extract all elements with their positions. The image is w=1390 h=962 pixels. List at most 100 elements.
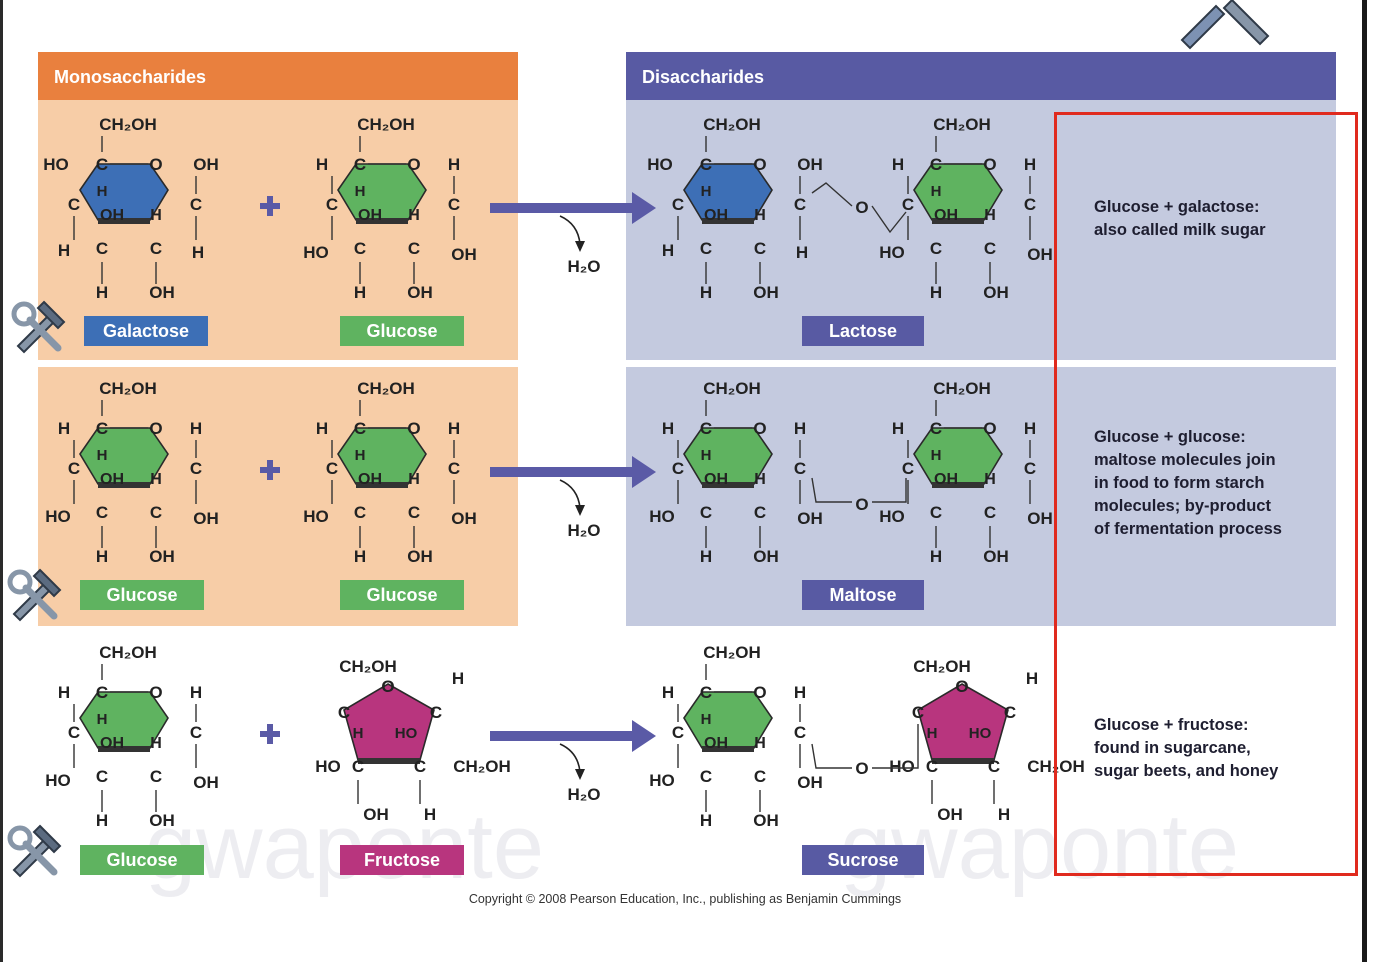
atom-label: H₂O (567, 521, 600, 540)
atom-label: H (700, 283, 712, 302)
atom-label: C (1024, 195, 1036, 214)
atom-label: C (150, 767, 162, 786)
atom-label: C (68, 459, 80, 478)
atom-label: C (794, 459, 806, 478)
glycosidic-bond (871, 205, 907, 234)
atom-label: C (700, 767, 712, 786)
disaccharides-header: Disaccharides (626, 52, 1336, 100)
lactose-description: Glucose + galactose: also called milk su… (1094, 196, 1334, 242)
glucose-label: Glucose (80, 580, 204, 610)
atom-label: C (326, 459, 338, 478)
atom-label: C (326, 195, 338, 214)
atom-label: OH (407, 283, 433, 302)
atom-label: OH (149, 811, 175, 830)
atom-label: C (672, 723, 684, 742)
atom-label: C (930, 155, 942, 174)
atom-label: C (902, 459, 914, 478)
atom-label: H (754, 207, 766, 224)
atom-label: C (96, 683, 108, 702)
atom-label: HO (303, 507, 329, 526)
atom-label: H (97, 711, 108, 728)
atom-label: OH (704, 735, 728, 752)
water-release-arrow (559, 479, 581, 509)
atom-label: C (700, 503, 712, 522)
atom-label: H (58, 683, 70, 702)
tools-icon[interactable] (4, 560, 70, 626)
atom-label: C (672, 459, 684, 478)
atom-label: H (662, 419, 674, 438)
atom-label: C (930, 239, 942, 258)
atom-label: C (354, 419, 366, 438)
atom-label: H (424, 805, 436, 824)
tools-icon[interactable] (4, 816, 70, 882)
description-line: sugar beets, and honey (1094, 762, 1279, 780)
atom-label: OH (983, 283, 1009, 302)
atom-label: HO (303, 243, 329, 262)
maltose-label: Maltose (802, 580, 924, 610)
atom-label: HO (43, 155, 69, 174)
tools-icon[interactable] (8, 292, 74, 358)
atom-label: H (701, 447, 712, 464)
atom-label: CH₂OH (99, 643, 157, 662)
atom-label: O (955, 677, 968, 696)
atom-label: OH (1027, 509, 1053, 528)
atom-label: H (190, 419, 202, 438)
atom-label: OH (193, 509, 219, 528)
atom-label: C (96, 767, 108, 786)
atom-label: O (855, 759, 868, 778)
atom-label: O (407, 419, 420, 438)
atom-label: C (926, 757, 938, 776)
atom-label: H (931, 447, 942, 464)
atom-label: C (150, 503, 162, 522)
glycosidic-bond (872, 724, 919, 769)
atom-label: HO (315, 757, 341, 776)
glycosidic-bond (811, 743, 852, 769)
atom-label: CH₂OH (933, 379, 991, 398)
atom-label: O (855, 495, 868, 514)
atom-label: OH (451, 245, 477, 264)
atom-label: C (700, 155, 712, 174)
atom-label: C (190, 459, 202, 478)
atom-label: H (353, 725, 364, 742)
atom-label: C (700, 683, 712, 702)
atom-label: H (930, 547, 942, 566)
atom-label: HO (969, 725, 992, 742)
atom-label: H (316, 419, 328, 438)
atom-label: OH (753, 811, 779, 830)
atom-label: OH (149, 283, 175, 302)
atom-label: OH (363, 805, 389, 824)
atom-label: O (149, 683, 162, 702)
atom-label: H (150, 471, 162, 488)
atom-label: OH (193, 773, 219, 792)
atom-label: H (927, 725, 938, 742)
atom-label: H (150, 735, 162, 752)
atom-label: OH (753, 283, 779, 302)
arrow-head (575, 505, 585, 516)
atom-label: CH₂OH (703, 643, 761, 662)
atom-label: C (354, 155, 366, 174)
atom-label: O (753, 683, 766, 702)
atom-label: C (96, 419, 108, 438)
atom-label: H (931, 183, 942, 200)
lactose-label: Lactose (802, 316, 924, 346)
atom-label: H (150, 207, 162, 224)
atom-label: H (930, 283, 942, 302)
atom-label: C (984, 503, 996, 522)
atom-label: CH₂OH (913, 657, 971, 676)
atom-label: C (902, 195, 914, 214)
atom-label: C (408, 503, 420, 522)
atom-label: H (984, 207, 996, 224)
atom-label: C (190, 195, 202, 214)
atom-label: O (983, 419, 996, 438)
monosaccharides-header: Monosaccharides (38, 52, 518, 100)
atom-label: C (700, 239, 712, 258)
atom-label: CH₂OH (357, 379, 415, 398)
tools-icon[interactable] (1176, 0, 1276, 50)
atom-label: C (754, 239, 766, 258)
sucrose-label: Sucrose (802, 845, 924, 875)
row-separator (38, 360, 518, 367)
atom-label: C (448, 195, 460, 214)
atom-label: H (662, 241, 674, 260)
atom-label: O (149, 419, 162, 438)
atom-label: C (984, 239, 996, 258)
